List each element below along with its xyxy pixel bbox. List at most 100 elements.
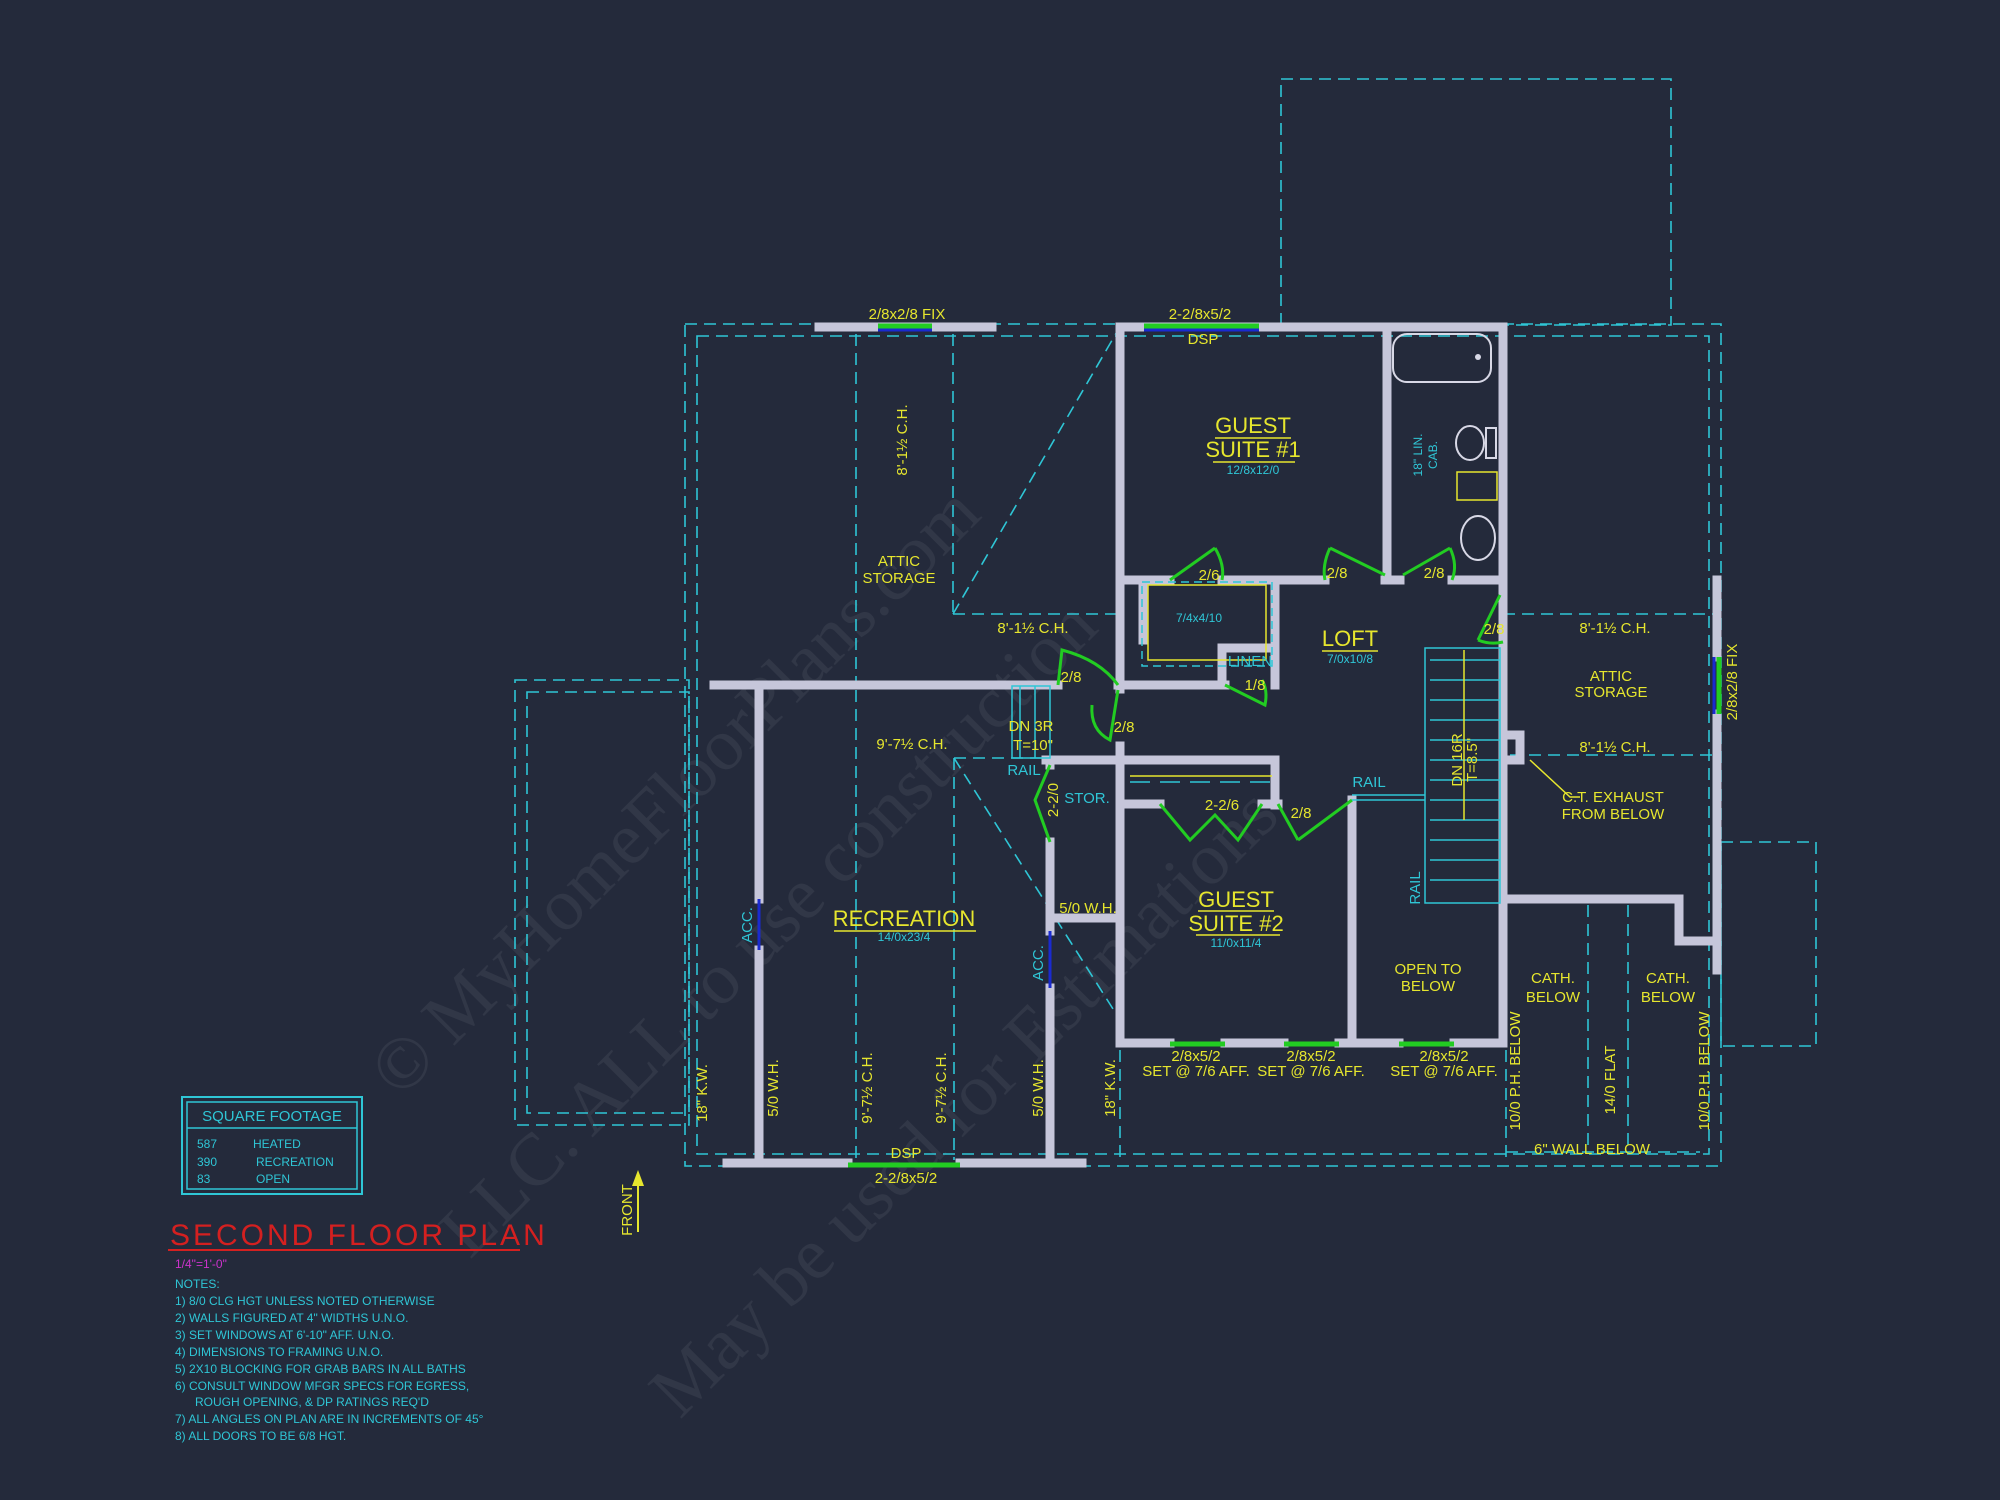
note-item: ROUGH OPENING, & DP RATINGS REQ'D — [175, 1395, 429, 1409]
room-name-line2: SUITE #2 — [1188, 911, 1283, 936]
water-heater-label: 5/0 W.H. — [1059, 900, 1117, 917]
attic-label: ATTIC — [1590, 668, 1632, 685]
notes-heading: NOTES: — [175, 1277, 220, 1291]
kw-label: 18" K.W. — [1102, 1059, 1119, 1117]
window-label: 2/8x5/2 — [1419, 1048, 1468, 1065]
sqft-heading: SQUARE FOOTAGE — [202, 1108, 342, 1125]
annotations: 2/8x2/8 FIX 2-2/8x5/2 DSP 18" LIN. CAB. … — [694, 306, 1741, 1187]
window-label: 2/8x5/2 — [1286, 1048, 1335, 1065]
cath-label: BELOW — [1526, 989, 1581, 1006]
sqft-value: 587 — [197, 1137, 217, 1151]
note-item: 3) SET WINDOWS AT 6'-10" AFF. U.N.O. — [175, 1328, 394, 1342]
sqft-label: OPEN — [256, 1172, 290, 1186]
room-size: 12/8x12/0 — [1227, 463, 1280, 477]
room-name: LOFT — [1322, 626, 1378, 651]
window-label: 2/8x2/8 FIX — [869, 306, 946, 323]
door-label: 2/6 — [1199, 567, 1220, 584]
ph-label: 10/0 P.H. BELOW — [1696, 1011, 1713, 1131]
note-item: 1) 8/0 CLG HGT UNLESS NOTED OTHERWISE — [175, 1294, 435, 1308]
ceiling-height: 8'-1½ C.H. — [997, 620, 1068, 637]
wall-below-label: 6" WALL BELOW — [1534, 1141, 1651, 1158]
bath-fixtures — [1392, 333, 1498, 561]
door-label: 2/8 — [1424, 565, 1445, 582]
stair-riser: T=8.5" — [1464, 738, 1481, 782]
square-footage-table: SQUARE FOOTAGE 587 HEATED 390 RECREATION… — [181, 1096, 363, 1195]
exhaust-label: C.T. EXHAUST — [1562, 789, 1664, 806]
plan-scale: 1/4"=1'-0" — [175, 1257, 227, 1271]
rail-label: RAIL — [1352, 774, 1385, 791]
room-recreation: RECREATION 14/0x23/4 — [833, 906, 976, 944]
ceiling-height: 8'-1½ C.H. — [1579, 739, 1650, 756]
room-name-line1: GUEST — [1198, 887, 1274, 912]
window-set-label: SET @ 7/6 AFF. — [1142, 1063, 1250, 1080]
front-indicator: FRONT — [619, 1170, 644, 1236]
sqft-value: 83 — [197, 1172, 211, 1186]
rail-label: RAIL — [1007, 762, 1040, 779]
window-label: 2/8x5/2 — [1171, 1048, 1220, 1065]
attic-label: ATTIC — [878, 553, 920, 570]
front-label: FRONT — [619, 1184, 636, 1236]
room-size: 7/0x10/8 — [1327, 652, 1373, 666]
room-guest-suite-2: GUEST SUITE #2 11/0x11/4 — [1188, 887, 1283, 950]
open-below-label: OPEN TO — [1395, 961, 1462, 978]
open-below-label: BELOW — [1401, 978, 1456, 995]
stair-label: DN 3R — [1008, 718, 1053, 735]
note-item: 4) DIMENSIONS TO FRAMING U.N.O. — [175, 1345, 383, 1359]
staircase — [1011, 647, 1501, 904]
ceiling-height: 8'-1½ C.H. — [1579, 620, 1650, 637]
door-label: 2/8 — [1114, 719, 1135, 736]
note-item: 8) ALL DOORS TO BE 6/8 HGT. — [175, 1429, 346, 1443]
exhaust-label: FROM BELOW — [1562, 806, 1665, 823]
rail-label: RAIL — [1407, 871, 1424, 904]
storage-label: STOR. — [1064, 790, 1110, 807]
acc-label: ACC. — [1030, 945, 1047, 981]
note-item: 6) CONSULT WINDOW MFGR SPECS FOR EGRESS, — [175, 1379, 469, 1393]
room-size: 11/0x11/4 — [1211, 936, 1262, 950]
room-loft: LOFT 7/0x10/8 — [1322, 626, 1378, 666]
room-name-line1: GUEST — [1215, 413, 1291, 438]
door-label: 2-2/6 — [1205, 797, 1239, 814]
wh-label: 5/0 W.H. — [1030, 1059, 1047, 1117]
ceiling-height: 8'-1½ C.H. — [894, 404, 911, 475]
window-label: 2-2/8x5/2 — [875, 1170, 938, 1187]
windows — [757, 323, 1722, 1168]
window-set-label: SET @ 7/6 AFF. — [1390, 1063, 1498, 1080]
title-block: SECOND FLOOR PLAN 1/4"=1'-0" NOTES: 1) 8… — [168, 1219, 548, 1443]
ceiling-height: 9'-7½ C.H. — [933, 1052, 950, 1123]
ceiling-height: 9'-7½ C.H. — [876, 736, 947, 753]
plan-title: SECOND FLOOR PLAN — [170, 1219, 548, 1252]
ph-label: 10/0 P.H. BELOW — [1507, 1011, 1524, 1131]
window-set-label: SET @ 7/6 AFF. — [1257, 1063, 1365, 1080]
cath-label: CATH. — [1646, 970, 1690, 987]
door-label: 2/8 — [1061, 669, 1082, 686]
doors — [1033, 546, 1504, 843]
closet-size: 7/4x4/10 — [1176, 611, 1222, 625]
ceiling-height: 9'-7½ C.H. — [859, 1052, 876, 1123]
door-label: 2/8 — [1484, 621, 1505, 638]
room-guest-suite-1: GUEST SUITE #1 12/8x12/0 — [1205, 413, 1300, 477]
dsp-label: DSP — [891, 1145, 922, 1162]
stair-riser: T=10" — [1013, 737, 1053, 754]
note-item: 5) 2X10 BLOCKING FOR GRAB BARS IN ALL BA… — [175, 1362, 466, 1376]
lin-cab-label: CAB. — [1426, 441, 1440, 469]
attic-label: STORAGE — [1574, 684, 1647, 701]
wh-label: 5/0 W.H. — [765, 1059, 782, 1117]
linen-label: LINEN — [1228, 653, 1272, 670]
room-name-line2: SUITE #1 — [1205, 437, 1300, 462]
window-label: 2-2/8x5/2 — [1169, 306, 1232, 323]
attic-label: STORAGE — [862, 570, 935, 587]
door-label: 2/8 — [1291, 805, 1312, 822]
door-label: 2-2/0 — [1045, 783, 1062, 817]
door-label: 1/8 — [1245, 677, 1266, 694]
kw-label: 18" K.W. — [694, 1064, 711, 1122]
acc-label: ACC. — [739, 907, 756, 943]
dsp-label: DSP — [1188, 331, 1219, 348]
lin-cab-label: 18" LIN. — [1411, 434, 1425, 477]
closet-shelving — [1130, 581, 1273, 783]
window-label: 2/8x2/8 FIX — [1724, 644, 1741, 721]
cath-label: BELOW — [1641, 989, 1696, 1006]
sqft-label: RECREATION — [256, 1155, 334, 1169]
note-item: 2) WALLS FIGURED AT 4" WIDTHS U.N.O. — [175, 1311, 408, 1325]
room-name: RECREATION — [833, 906, 976, 931]
